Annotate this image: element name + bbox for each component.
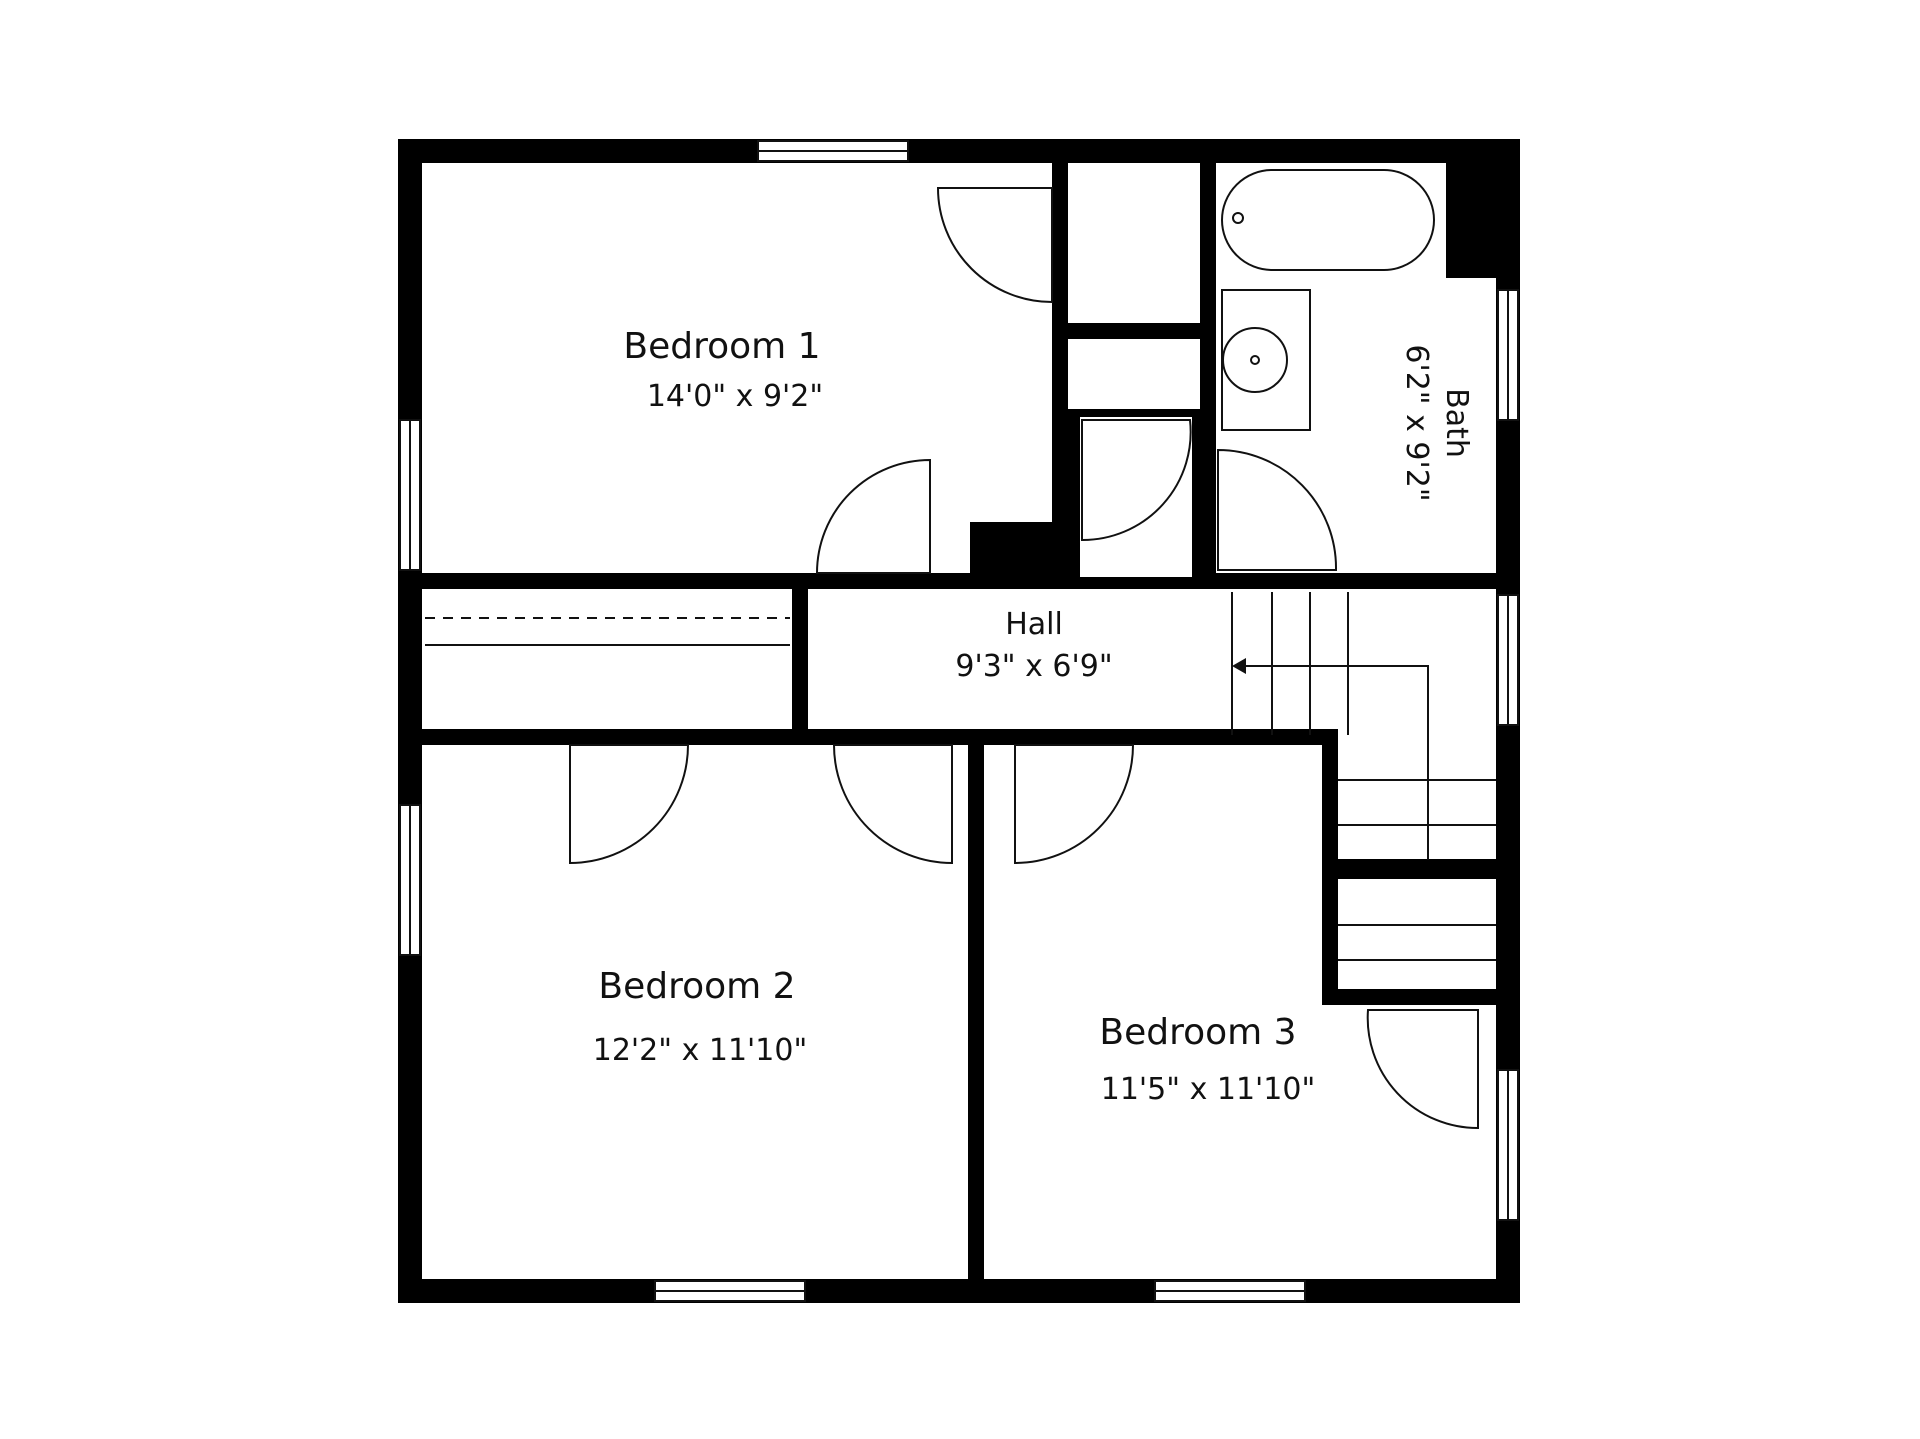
stair-area [1338, 729, 1496, 859]
bedroom-3-dims: 11'5" x 11'10" [1101, 1072, 1316, 1107]
door-swing [1014, 744, 1135, 865]
hall-name: Hall [1005, 607, 1063, 642]
bath-fixtures [1221, 169, 1435, 431]
bedroom-3-area [984, 745, 1322, 1279]
door-swing [569, 744, 690, 865]
bedroom-1-name: Bedroom 1 [623, 326, 820, 367]
closet-2-area [1080, 417, 1192, 577]
bedroom-3-name: Bedroom 3 [1099, 1012, 1296, 1053]
door-swing [936, 187, 1053, 304]
bath-name: Bath [1439, 388, 1474, 458]
hall-closet-area [422, 589, 792, 729]
bath-chase [1446, 163, 1496, 278]
room-labels: Bedroom 1 14'0" x 9'2" Bath 6'2" x 9'2" … [593, 326, 1474, 1107]
door-swing [1081, 419, 1192, 542]
doors [569, 187, 1479, 1130]
door-swing [832, 744, 953, 865]
hall-dims: 9'3" x 6'9" [955, 649, 1112, 684]
wall-block [970, 522, 1052, 589]
exterior-walls [398, 139, 1520, 1303]
bedroom-1-dims: 14'0" x 9'2" [647, 379, 823, 414]
hall-area [808, 589, 1496, 729]
closet-1-area [1068, 163, 1200, 323]
tub-faucet [1232, 212, 1244, 224]
door-swing [815, 458, 931, 574]
windows [399, 140, 1519, 1302]
bath-area-b [1446, 278, 1496, 573]
door-swing [1366, 1009, 1479, 1130]
stairs [1231, 592, 1496, 961]
linen-closet-area [1068, 339, 1200, 409]
bath-dims: 6'2" x 9'2" [1399, 344, 1434, 501]
stair-direction-arrow [1232, 658, 1246, 674]
stair-lower-area [1338, 879, 1496, 989]
bedroom-2-name: Bedroom 2 [598, 966, 795, 1007]
closet-wall [1322, 989, 1496, 1005]
door-swing [1217, 448, 1338, 571]
bedroom-3-alcove [1322, 1005, 1496, 1279]
hall-closet-shelf [425, 617, 790, 646]
bedroom-2-area [422, 745, 968, 1279]
bedroom-1-area [422, 163, 1052, 573]
bathtub [1221, 169, 1435, 271]
stair-divider [1338, 859, 1496, 879]
bedroom-2-dims: 12'2" x 11'10" [593, 1033, 808, 1068]
drain [1250, 355, 1260, 365]
stair-wall [1322, 729, 1338, 1005]
